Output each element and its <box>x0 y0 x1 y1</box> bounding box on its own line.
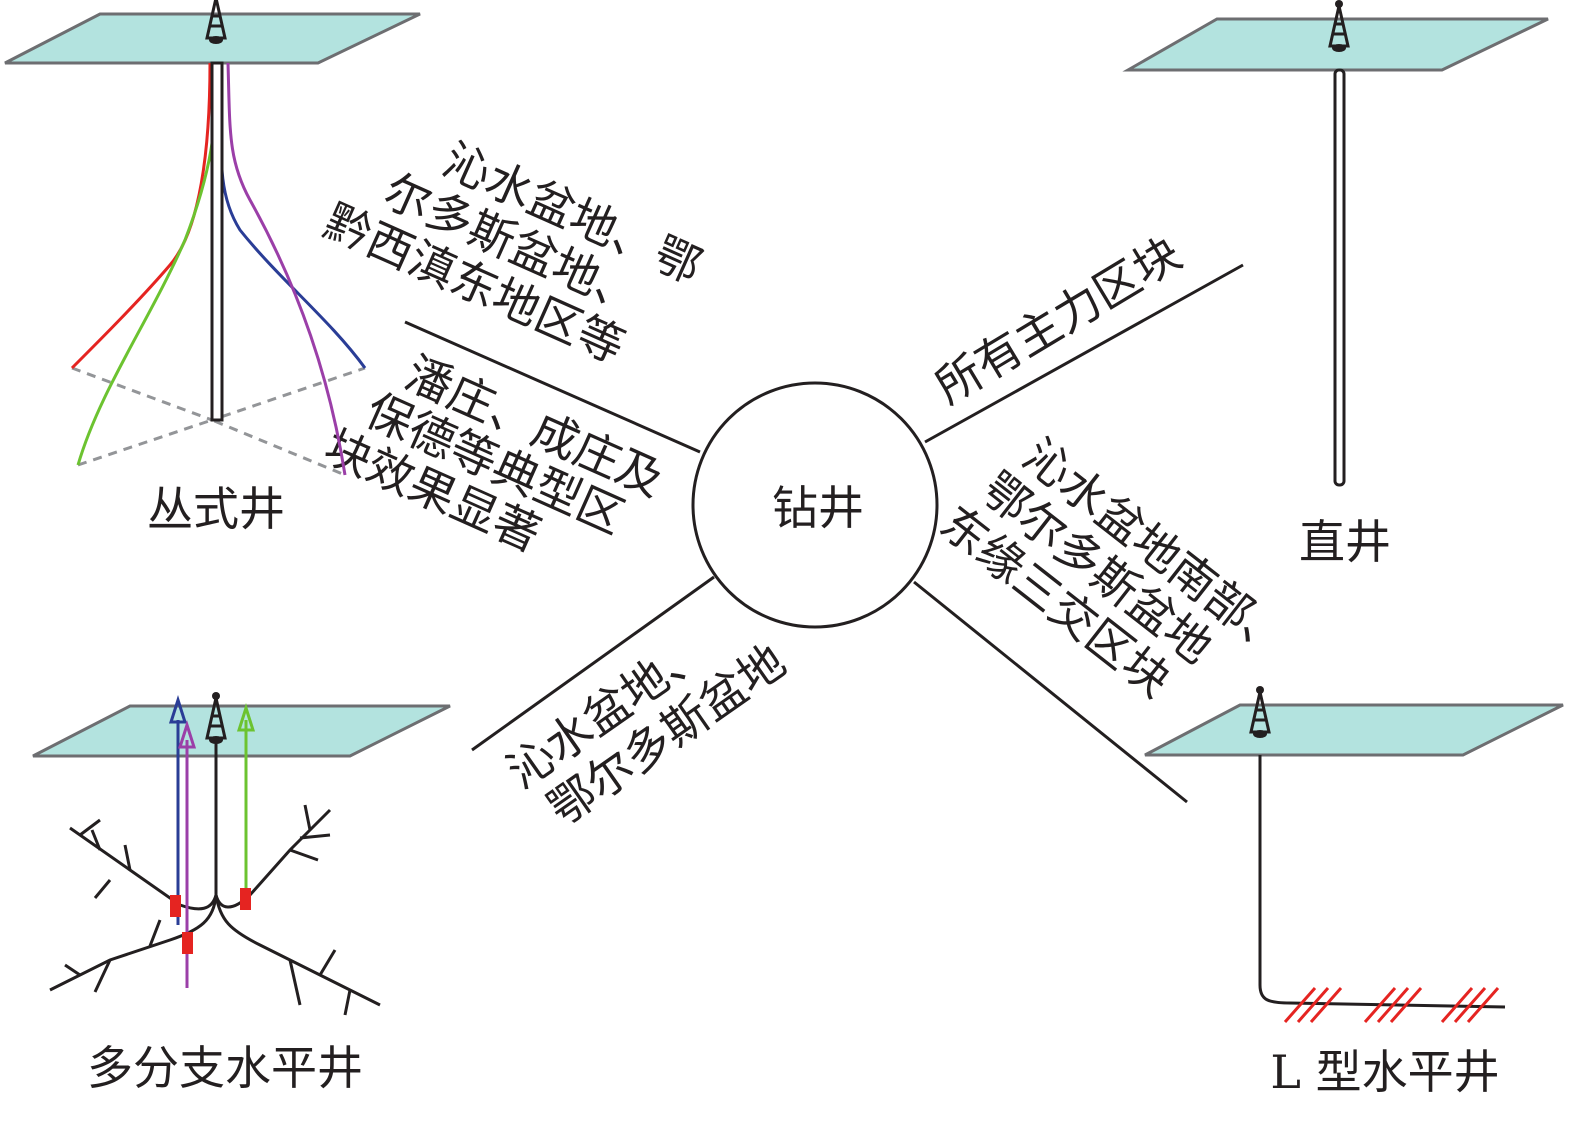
blue-derrick-icon <box>168 695 188 724</box>
purple-derrick-icon <box>177 720 197 749</box>
hub-label: 钻井 <box>772 481 864 535</box>
multilateral-regions-text: 沁水盆地、 鄂尔多斯盆地 <box>497 623 795 837</box>
packer-marker <box>182 932 193 954</box>
cluster-regions-text: 沁水盆地、鄂 尔多斯盆地、 黔西滇东地区等 <box>316 133 709 374</box>
multilateral-well: 多分支水平井 <box>32 690 451 1095</box>
well-label: 直井 <box>1299 515 1391 569</box>
well-label: 丛式井 <box>147 482 285 536</box>
green-derrick-icon <box>236 703 256 732</box>
hub: 钻井 <box>404 263 1244 804</box>
packer-marker <box>170 895 181 917</box>
perforation-marks <box>1283 987 1500 1023</box>
l-horizontal-well: L 型水平井 <box>1144 684 1564 1099</box>
cluster-effect-text: 潘庄、成庄及 保德等典型区 块效果显著 <box>317 346 672 562</box>
vertical-trunk <box>210 61 224 422</box>
well-trajectory <box>1258 755 1506 1009</box>
surface-plane <box>1144 703 1564 757</box>
red-trajectory <box>70 62 212 370</box>
connector-l <box>913 580 1188 804</box>
connector-cluster <box>404 320 701 454</box>
l-regions-text: 沁水盆地南部、 鄂尔多斯盆地 东缘三交区块 <box>930 428 1300 708</box>
connector-vertical <box>924 263 1244 444</box>
well-label: L 型水平井 <box>1270 1045 1499 1099</box>
packer-marker <box>240 888 251 910</box>
purple-trajectory <box>226 62 347 476</box>
vertical-well: 直井 <box>1122 0 1549 569</box>
vertical-trunk <box>1333 68 1346 487</box>
cluster-well: 丛式井 <box>4 0 421 536</box>
hub-circle <box>691 381 939 629</box>
text-line: 所有主力区块 <box>926 226 1190 414</box>
lateral-branches <box>49 740 381 1016</box>
green-trajectory <box>76 62 220 466</box>
well-label: 多分支水平井 <box>87 1041 363 1095</box>
connector-multilateral <box>471 575 715 752</box>
vertical-regions-text: 所有主力区块 <box>926 226 1190 414</box>
